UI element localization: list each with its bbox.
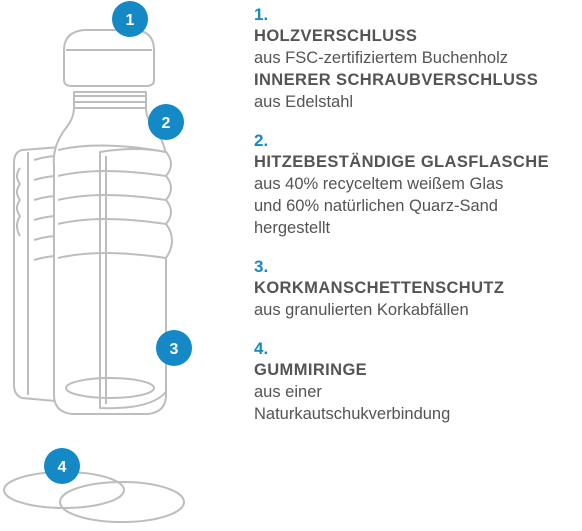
- section-title: HOLZVERSCHLUSS: [254, 27, 418, 45]
- section-number: 2.: [254, 131, 269, 150]
- section-title: KORKMANSCHETTENSCHUTZ: [254, 279, 505, 297]
- section-description: aus 40% recyceltem weißem Glas: [254, 175, 504, 193]
- svg-text:1: 1: [126, 12, 135, 29]
- section-number: 1.: [254, 5, 269, 24]
- section-description: und 60% natürlichen Quarz-Sand: [254, 197, 498, 215]
- badge-4: 4: [44, 448, 80, 484]
- legend-section-3: 3. KORKMANSCHETTENSCHUTZ aus granulierte…: [254, 256, 582, 321]
- section-title: GUMMIRINGE: [254, 361, 368, 379]
- badge-1: 1: [112, 1, 148, 37]
- bottle-exploded-illustration: 1 2 3 4: [3, 1, 192, 523]
- badge-3: 3: [156, 330, 192, 366]
- cork-sleeve-front: [57, 144, 173, 410]
- legend-section-1: 1. HOLZVERSCHLUSS aus FSC-zertifiziertem…: [254, 4, 582, 113]
- wooden-cap: [63, 29, 155, 87]
- section-description: aus granulierten Korkabfällen: [254, 301, 469, 319]
- svg-text:4: 4: [58, 459, 67, 476]
- section-description: Naturkautschukverbindung: [254, 405, 451, 423]
- legend-section-4: 4. GUMMIRINGE aus einer Naturkautschukve…: [254, 338, 582, 425]
- section-description: aus einer: [254, 383, 322, 401]
- section-description: aus FSC-zertifiziertem Buchenholz: [254, 49, 509, 67]
- rubber-rings: [3, 471, 185, 523]
- section-title: INNERER SCHRAUBVERSCHLUSS: [254, 71, 539, 89]
- section-description: aus Edelstahl: [254, 93, 354, 111]
- component-legend: 1. HOLZVERSCHLUSS aus FSC-zertifiziertem…: [254, 4, 582, 425]
- section-number: 3.: [254, 257, 269, 276]
- legend-section-2: 2. HITZEBESTÄNDIGE GLASFLASCHE aus 40% r…: [254, 130, 582, 239]
- section-title: HITZEBESTÄNDIGE GLASFLASCHE: [254, 153, 549, 171]
- badge-2: 2: [148, 104, 184, 140]
- section-number: 4.: [254, 339, 269, 358]
- section-description: hergestellt: [254, 219, 331, 237]
- svg-text:2: 2: [162, 115, 171, 132]
- svg-text:3: 3: [170, 341, 179, 358]
